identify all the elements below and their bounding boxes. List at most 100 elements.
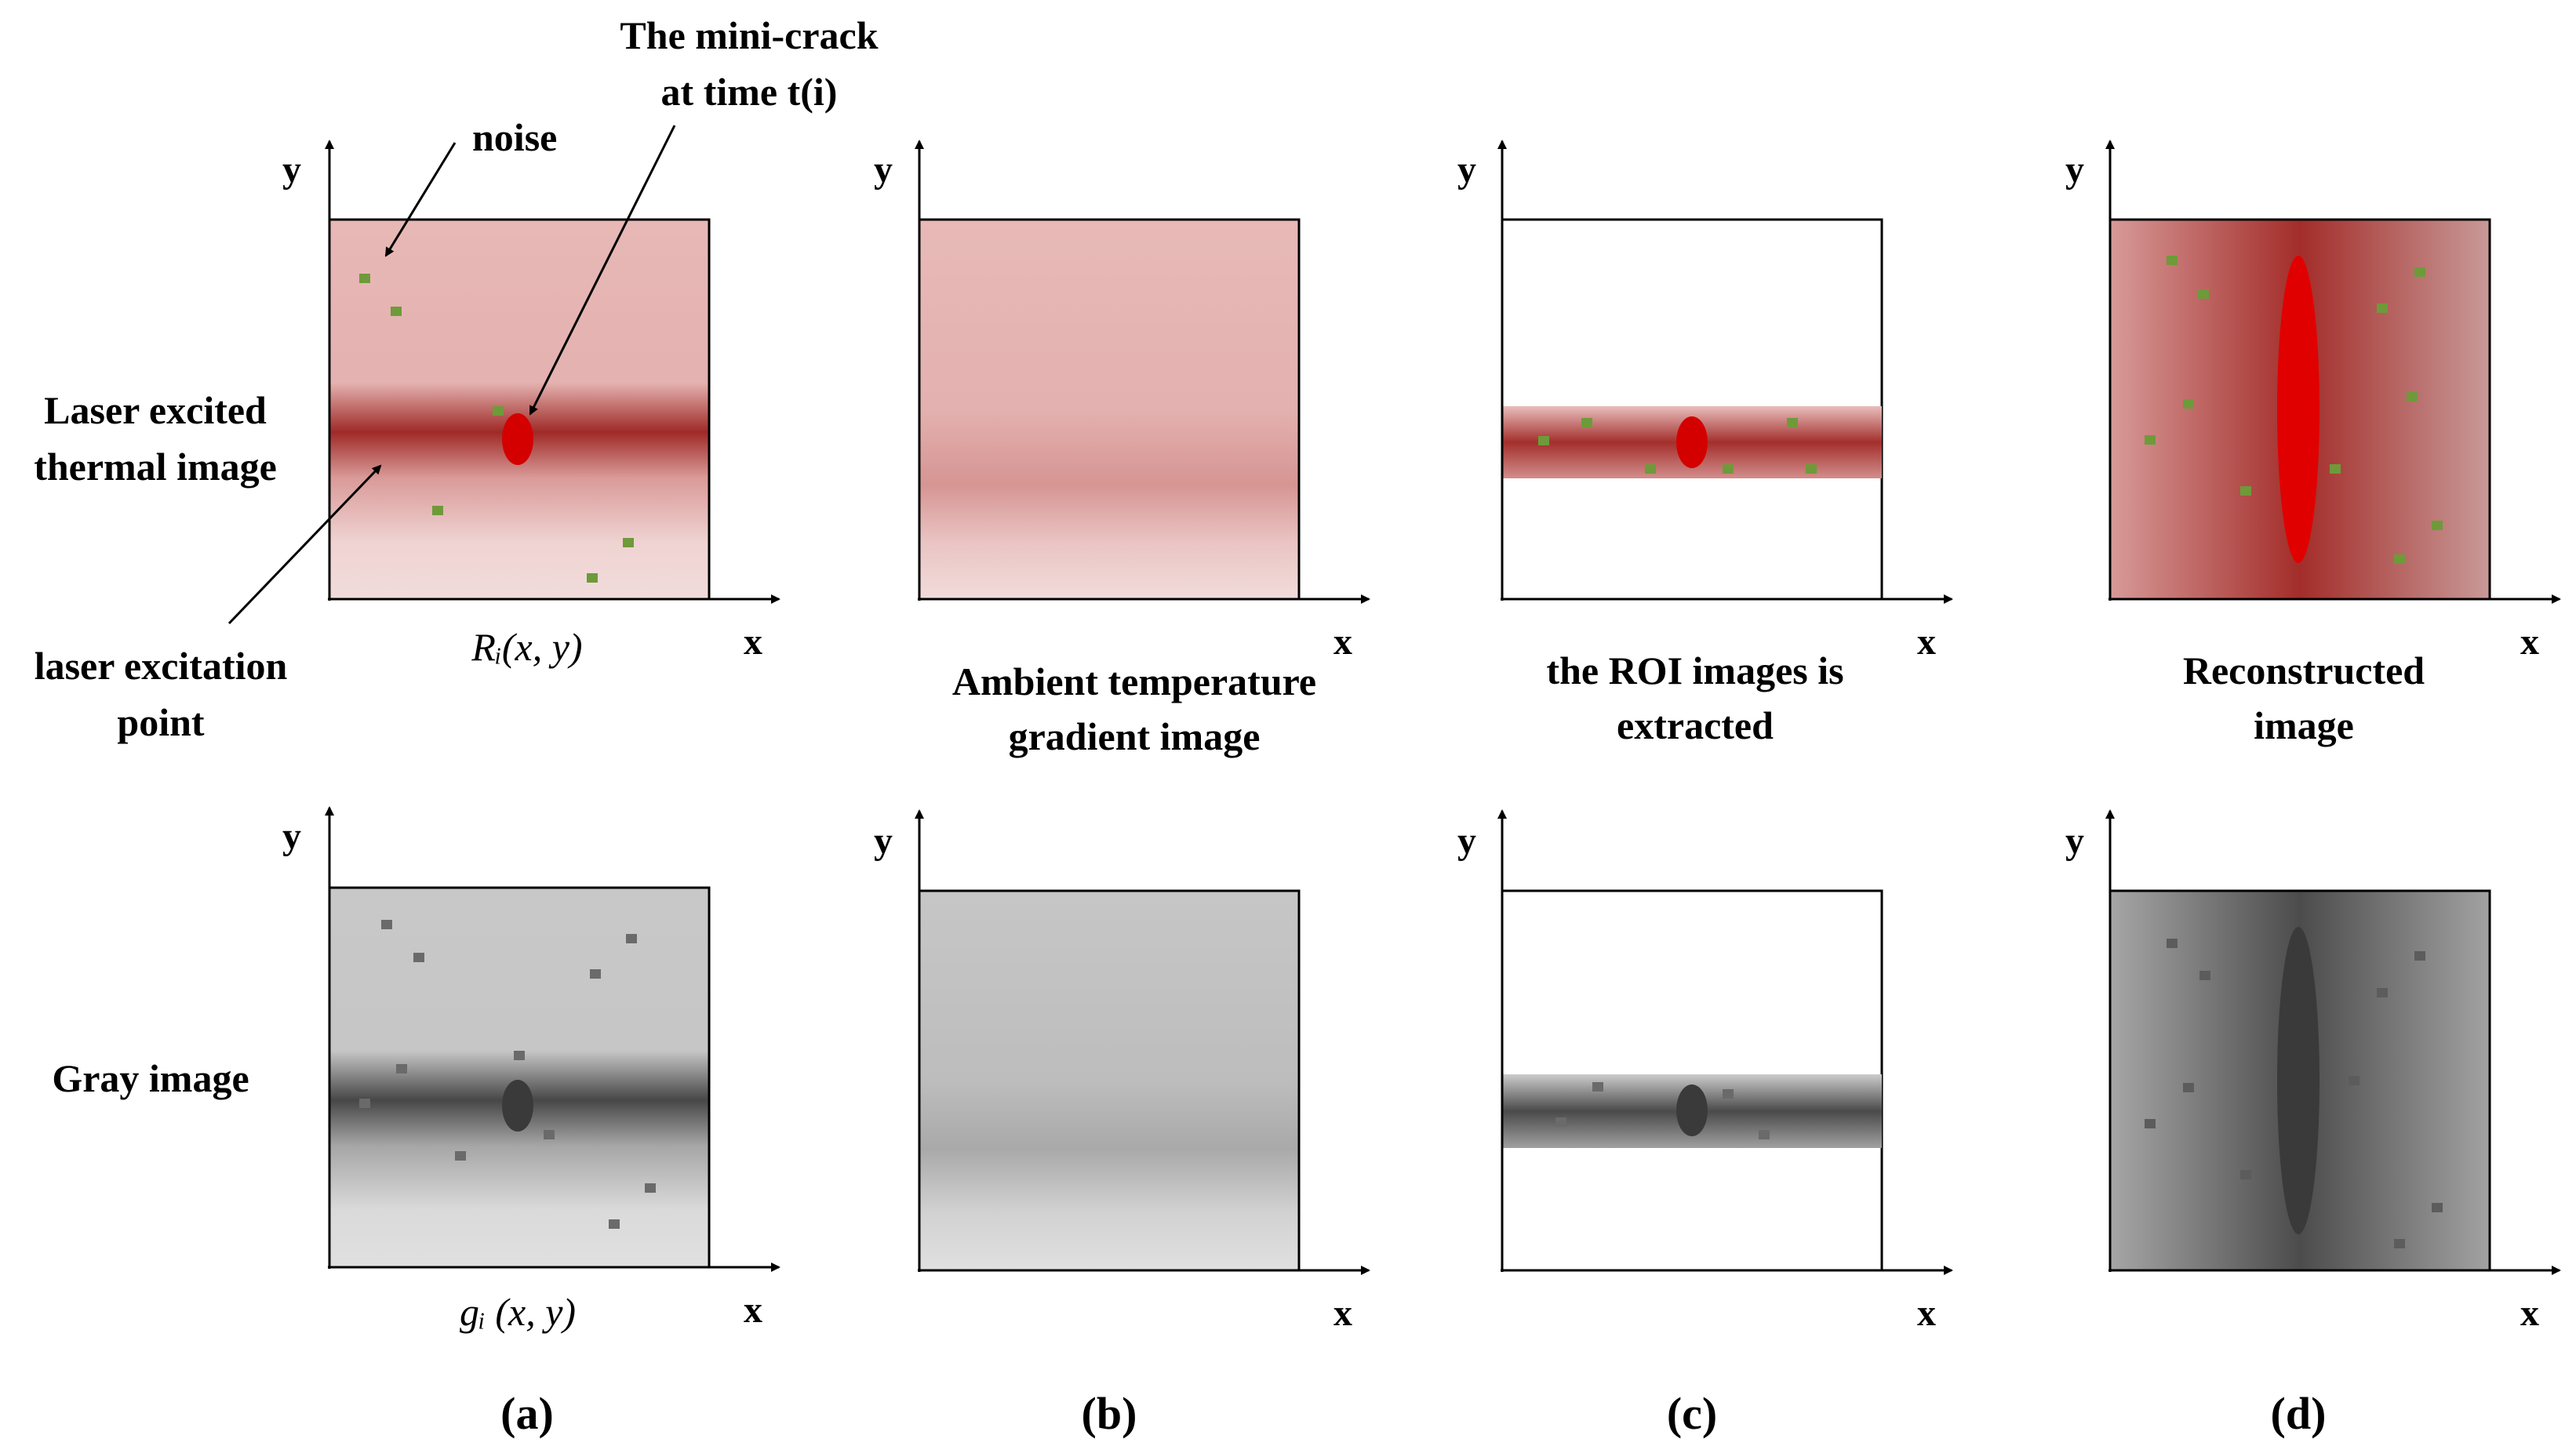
noise-dot <box>1806 464 1817 474</box>
noise-dot <box>514 1051 525 1060</box>
ri-function-label: Rᵢ(x, y) <box>471 625 582 669</box>
noise-dot <box>1723 464 1734 474</box>
noise-dot <box>1645 464 1656 474</box>
x-axis-label: x <box>744 1289 762 1331</box>
gi-function-label: gᵢ (x, y) <box>460 1290 576 1334</box>
noise-dot <box>623 538 634 547</box>
y-axis-label: y <box>874 820 893 862</box>
noise-dot <box>2330 464 2341 474</box>
noise-dot <box>2432 1203 2443 1212</box>
reconstructed-label-line2: image <box>2254 703 2354 747</box>
noise-dot <box>2349 1076 2360 1085</box>
x-axis-label: x <box>1917 621 1936 663</box>
y-axis-label: y <box>282 816 301 857</box>
noise-dot <box>2377 303 2388 313</box>
mini-crack-gray-c <box>1676 1084 1708 1136</box>
ambient-label-line1: Ambient temperature <box>952 659 1316 703</box>
y-axis-label: y <box>282 149 301 191</box>
ambient-label-line2: gradient image <box>1009 714 1261 758</box>
noise-points-d <box>2145 256 2443 564</box>
gray-image-b <box>918 889 1301 1272</box>
mini-crack-label-line2: at time t(i) <box>661 70 838 114</box>
noise-dot <box>2145 435 2156 445</box>
panel-b-thermal: y x <box>874 140 1370 663</box>
panel-c-thermal: y x <box>1457 140 1953 663</box>
noise-dot <box>2394 554 2405 564</box>
laser-excitation-point-label-line2: point <box>117 700 205 744</box>
noise-dot <box>2198 289 2209 299</box>
noise-dot <box>2414 267 2425 277</box>
noise-dot <box>2394 1239 2405 1248</box>
panel-d-gray: y x <box>2065 809 2561 1334</box>
noise-dot <box>590 969 601 979</box>
mini-crack-gray-a <box>502 1080 533 1132</box>
noise-dot <box>1538 436 1549 445</box>
noise-dot <box>455 1151 466 1161</box>
panel-label-d: (d) <box>2271 1388 2327 1439</box>
noise-dot <box>626 934 637 943</box>
noise-dot <box>493 406 504 416</box>
laser-excitation-point-label-line1: laser excitation <box>35 644 288 688</box>
noise-dot <box>432 506 443 515</box>
x-axis-label: x <box>1917 1292 1936 1334</box>
noise-dot <box>2167 939 2178 948</box>
noise-dot <box>2432 521 2443 530</box>
mini-crack-label-line1: The mini-crack <box>620 13 878 57</box>
noise-dot <box>1555 1117 1566 1127</box>
noise-dot <box>2167 256 2178 265</box>
mini-crack-arrow <box>529 125 676 416</box>
gray-image-a <box>328 886 711 1269</box>
noise-dot <box>2377 988 2388 997</box>
noise-dot <box>2145 1119 2156 1128</box>
mini-crack-a <box>502 413 533 465</box>
noise-dot <box>587 573 598 583</box>
roi-label-line2: extracted <box>1617 703 1774 747</box>
panel-label-b: (b) <box>1082 1388 1137 1439</box>
panel-a-gray: y x <box>282 806 780 1331</box>
noise-dot <box>2240 486 2251 496</box>
noise-dot <box>1759 1130 1770 1139</box>
laser-excited-label-line2: thermal image <box>34 445 277 489</box>
reconstructed-label-line1: Reconstructed <box>2183 649 2425 692</box>
noise-dot <box>1723 1089 1734 1099</box>
laser-excitation-arrow <box>227 464 382 625</box>
y-axis-label: y <box>1457 149 1476 191</box>
roi-label-line1: the ROI images is <box>1546 649 1843 692</box>
noise-dot <box>381 920 392 929</box>
noise-dot <box>2183 399 2194 409</box>
mini-crack-c <box>1676 416 1708 468</box>
y-axis-label: y <box>2065 149 2084 191</box>
noise-points-a <box>359 274 634 583</box>
thermal-image-a <box>328 218 711 601</box>
panel-a-thermal: y x <box>282 140 780 663</box>
panel-label-a: (a) <box>500 1388 554 1439</box>
y-axis-label: y <box>1457 820 1476 862</box>
mini-crack-d <box>2277 256 2319 563</box>
gray-image-label: Gray image <box>52 1056 249 1100</box>
noise-points-gray-a <box>359 920 656 1229</box>
noise-dot <box>391 307 402 316</box>
noise-dot <box>645 1183 656 1193</box>
y-axis-label: y <box>874 149 893 191</box>
noise-points-gray-c <box>1555 1082 1770 1139</box>
x-axis-label: x <box>2520 1292 2539 1334</box>
noise-dot <box>609 1219 620 1229</box>
x-axis-label: x <box>1333 1292 1352 1334</box>
thermal-image-b <box>918 218 1301 601</box>
noise-arrow <box>384 142 457 257</box>
noise-dot <box>359 1099 370 1108</box>
noise-dot <box>1592 1082 1603 1092</box>
noise-dot <box>2414 951 2425 961</box>
mini-crack-gray-d <box>2277 927 2319 1234</box>
y-axis-label: y <box>2065 820 2084 862</box>
noise-points-c <box>1538 418 1817 474</box>
panel-d-thermal: y x <box>2065 140 2561 663</box>
x-axis-label: x <box>1333 621 1352 663</box>
noise-points-gray-d <box>2145 939 2443 1248</box>
noise-dot <box>544 1130 555 1139</box>
noise-dot <box>1581 418 1592 427</box>
laser-excited-label-line1: Laser excited <box>44 388 267 432</box>
noise-dot <box>1787 418 1798 427</box>
noise-dot <box>413 953 424 962</box>
